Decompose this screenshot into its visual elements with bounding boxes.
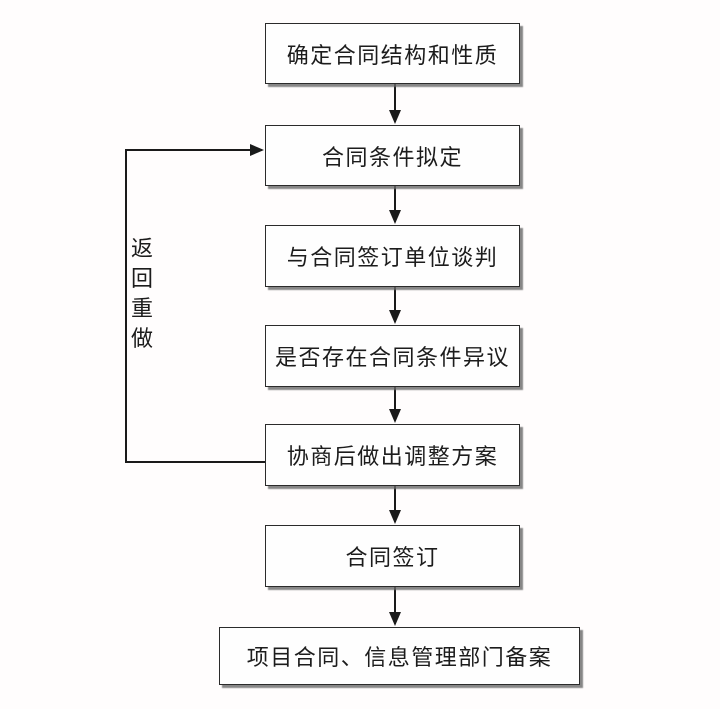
feedback-loop-label: 返回重做 — [130, 236, 153, 351]
flow-node-2: 合同条件拟定 — [265, 125, 520, 186]
flow-node-7: 项目合同、信息管理部门备案 — [219, 627, 580, 685]
flow-node-5: 协商后做出调整方案 — [265, 424, 520, 486]
flow-node-6: 合同签订 — [265, 525, 520, 587]
flow-node-4: 是否存在合同条件异议 — [265, 325, 520, 387]
flow-node-3: 与合同签订单位谈判 — [265, 225, 520, 287]
feedback-loop-arrow — [125, 144, 266, 463]
flow-node-1: 确定合同结构和性质 — [265, 23, 520, 84]
